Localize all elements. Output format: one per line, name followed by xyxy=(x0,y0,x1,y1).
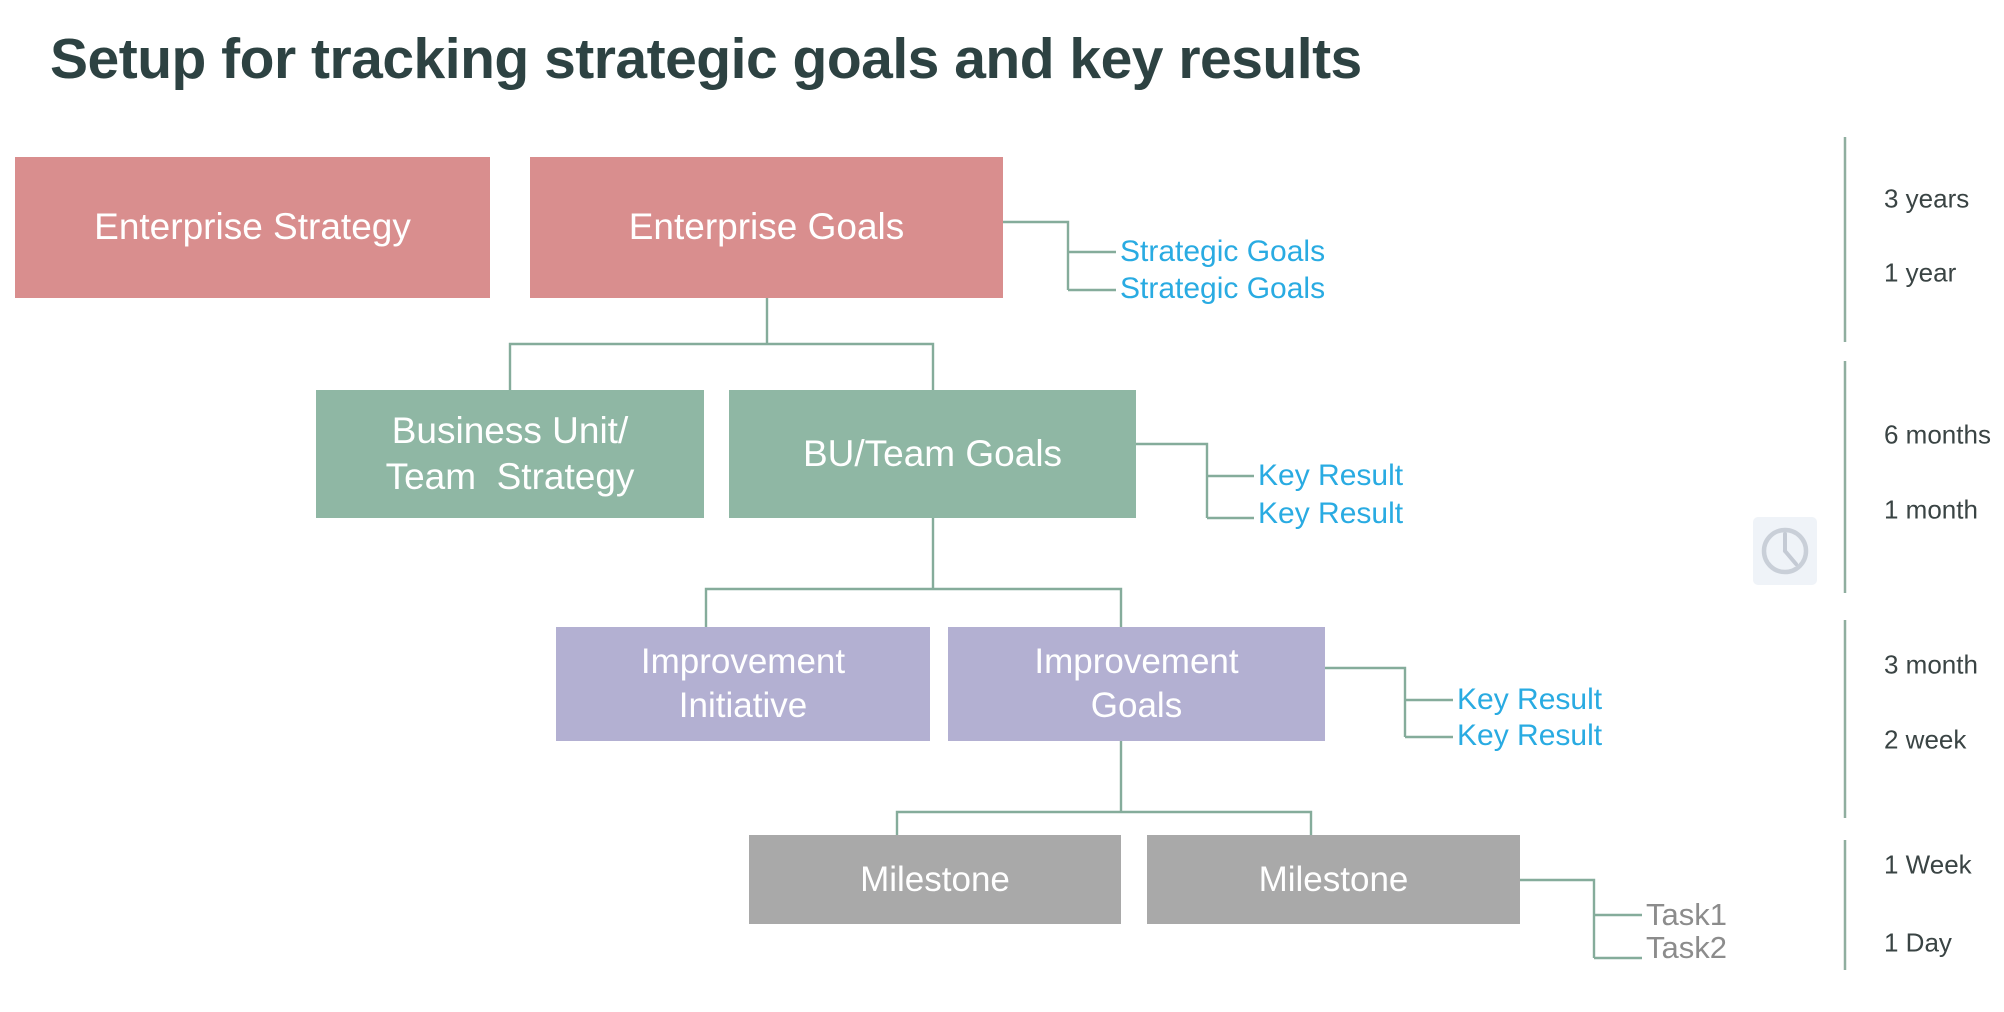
enterprise-goals-box: Enterprise Goals xyxy=(530,157,1003,298)
improvement-initiative-line2: Initiative xyxy=(678,686,808,725)
time-label-3-month: 3 month xyxy=(1884,649,1978,680)
page-title: Setup for tracking strategic goals and k… xyxy=(50,27,1362,91)
business-unit-strategy-line2: Team Strategy xyxy=(385,456,635,497)
connector-enterprise-goals-to-strategic-goals xyxy=(1003,220,1116,292)
connector-bu-team-goals-to-level3 xyxy=(704,518,1123,627)
bu-team-goals-label: BU/Team Goals xyxy=(802,432,1063,474)
key-result-label-4: Key Result xyxy=(1457,719,1603,752)
connector-improvement-goals-to-key-results xyxy=(1325,666,1453,739)
time-label-1-week: 1 Week xyxy=(1884,849,1972,880)
enterprise-strategy-box: Enterprise Strategy xyxy=(15,157,490,298)
milestone-right-box: Milestone xyxy=(1147,835,1520,924)
enterprise-goals-label: Enterprise Goals xyxy=(628,206,905,248)
milestone-right-label: Milestone xyxy=(1258,859,1409,899)
business-unit-strategy-line1: Business Unit/ xyxy=(391,409,629,451)
connector-bu-team-goals-to-key-results xyxy=(1136,442,1254,520)
business-unit-strategy-box: Business Unit/ Team Strategy xyxy=(316,390,704,518)
time-label-1-year: 1 year xyxy=(1884,257,1957,288)
improvement-initiative-box: Improvement Initiative xyxy=(556,627,930,741)
time-label-2-week: 2 week xyxy=(1884,724,1967,755)
strategic-goals-label-1: Strategic Goals xyxy=(1120,235,1326,268)
improvement-goals-line2: Goals xyxy=(1090,686,1183,725)
improvement-initiative-line1: Improvement xyxy=(640,642,846,682)
task2-label: Task2 xyxy=(1646,930,1727,965)
task1-label: Task1 xyxy=(1646,897,1727,932)
time-label-1-month: 1 month xyxy=(1884,494,1978,525)
key-result-label-1: Key Result xyxy=(1258,459,1404,492)
enterprise-strategy-label: Enterprise Strategy xyxy=(94,206,411,248)
strategic-goals-label-2: Strategic Goals xyxy=(1120,272,1326,305)
time-label-1-day: 1 Day xyxy=(1884,927,1952,958)
milestone-left-box: Milestone xyxy=(749,835,1121,924)
milestone-left-label: Milestone xyxy=(860,859,1010,899)
time-label-3-years: 3 years xyxy=(1884,183,1970,214)
clock-icon xyxy=(1753,517,1817,585)
bu-team-goals-box: BU/Team Goals xyxy=(729,390,1136,518)
connector-improvement-goals-to-level4 xyxy=(895,741,1313,835)
connector-milestone-to-tasks xyxy=(1520,878,1642,960)
key-result-label-3: Key Result xyxy=(1457,683,1603,716)
improvement-goals-line1: Improvement xyxy=(1034,642,1239,682)
connector-enterprise-goals-to-level2 xyxy=(508,298,935,390)
improvement-goals-box: Improvement Goals xyxy=(948,627,1325,741)
key-result-label-2: Key Result xyxy=(1258,497,1404,530)
time-label-6-months: 6 months xyxy=(1884,419,1991,450)
